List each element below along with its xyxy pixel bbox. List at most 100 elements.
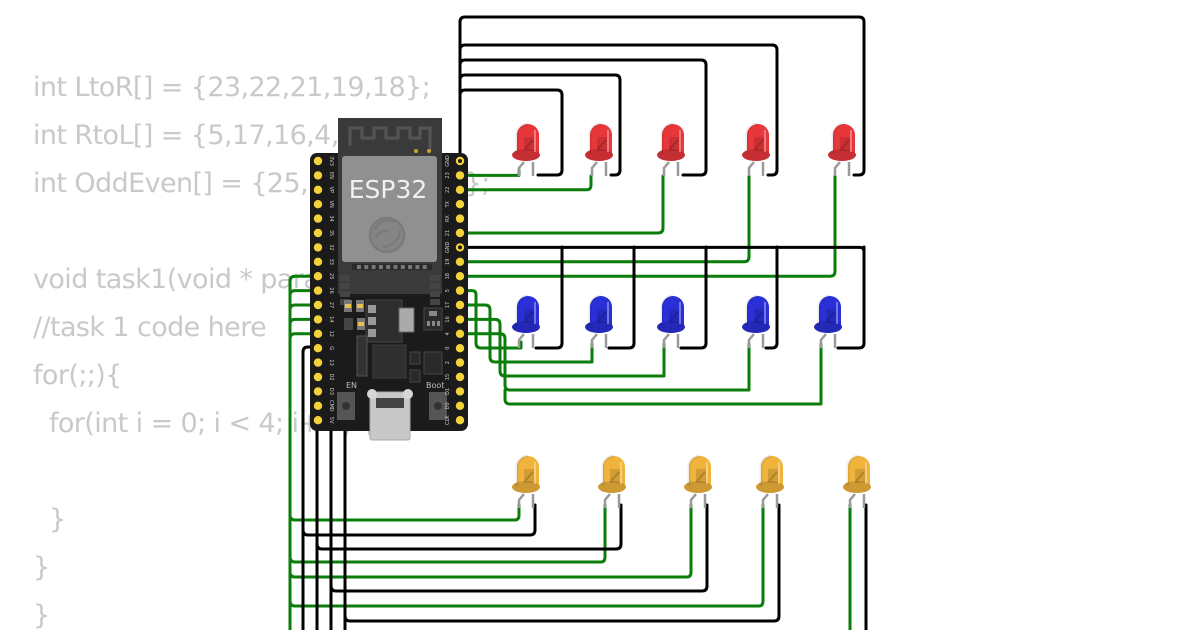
pin-left-cmd[interactable] — [313, 401, 323, 410]
code-line-6[interactable]: //task 1 code here — [33, 312, 267, 343]
code-line-1[interactable]: int LtoR[] = {23,22,21,19,18}; — [33, 72, 431, 103]
blue-led-1[interactable] — [512, 294, 540, 348]
ground-wire-blue-3[interactable] — [679, 245, 708, 350]
antenna-trace — [348, 126, 432, 150]
ground-wire-yellow-3[interactable] — [329, 503, 709, 593]
pin-label: 25 — [328, 273, 334, 279]
code-line-7[interactable]: for(;;){ — [33, 360, 122, 391]
pin-label: 13 — [328, 359, 334, 365]
ground-bus-blue[interactable] — [458, 245, 866, 254]
pin-left-vn[interactable] — [313, 200, 323, 209]
pin-right-18[interactable] — [455, 272, 465, 281]
pin-label: 4 — [445, 332, 451, 335]
pin-left-13[interactable] — [313, 358, 323, 367]
signal-wire-gpio2[interactable] — [503, 342, 823, 406]
ground-wire-blue-1[interactable] — [534, 245, 564, 350]
pin-label: GND — [445, 242, 451, 254]
red-led-2[interactable] — [585, 122, 613, 176]
pin-right-2[interactable] — [455, 358, 465, 367]
pin-right-4[interactable] — [455, 329, 465, 338]
yellow-led-2[interactable] — [598, 454, 626, 508]
pin-left-vp[interactable] — [313, 185, 323, 194]
pin-left-en[interactable] — [313, 171, 323, 180]
yellow-led-5[interactable] — [843, 454, 871, 508]
pin-right-clk[interactable] — [455, 416, 465, 425]
pin-right-tx[interactable] — [455, 200, 465, 209]
code-line-5[interactable]: void task1(void * param) { — [33, 264, 380, 295]
pin-right-d1[interactable] — [455, 387, 465, 396]
ground-wire-blue-5[interactable] — [836, 245, 866, 350]
pin-left-d3[interactable] — [313, 387, 323, 396]
pin-right-15[interactable] — [455, 372, 465, 382]
blue-led-2[interactable] — [585, 294, 613, 348]
signal-wire-gpio23[interactable] — [458, 168, 521, 177]
ground-wire-blue-4[interactable] — [764, 245, 779, 350]
ground-wire-red-1[interactable] — [458, 88, 564, 177]
signal-wire-gpio17[interactable] — [458, 303, 594, 364]
pin-right-19[interactable] — [455, 257, 465, 266]
blue-led-3[interactable] — [657, 294, 685, 348]
pin-right-16[interactable] — [455, 315, 465, 324]
ground-wire-red-5[interactable] — [458, 15, 866, 177]
blue-led-5[interactable] — [814, 294, 842, 348]
board-name: ESP32 — [349, 175, 428, 204]
leds[interactable] — [512, 122, 871, 508]
pin-right-0[interactable] — [455, 344, 465, 353]
pin-label: 15 — [445, 374, 451, 380]
pin-left-12[interactable] — [313, 329, 323, 338]
pin-right-d0[interactable] — [455, 401, 465, 410]
pin-label: 5V — [328, 417, 334, 424]
signal-wire-yellow-4[interactable] — [288, 503, 765, 608]
pin-right-rx[interactable] — [455, 214, 465, 223]
signal-wire-gpio5[interactable] — [458, 289, 523, 350]
pin-left-35[interactable] — [313, 228, 323, 238]
signal-wire-gpio22[interactable] — [458, 174, 593, 192]
red-led-4[interactable] — [742, 122, 770, 176]
signal-wire-yellow-1[interactable] — [288, 503, 521, 522]
signal-wire-gpio18[interactable] — [458, 174, 837, 278]
pin-left-34[interactable] — [313, 214, 323, 223]
pin-left-25[interactable] — [313, 272, 323, 281]
pin-right-5[interactable] — [455, 286, 465, 295]
pin-right-17[interactable] — [455, 300, 465, 310]
pin-label: D1 — [445, 388, 451, 395]
red-led-5[interactable] — [828, 122, 856, 176]
pin-right-23[interactable] — [455, 171, 465, 180]
pin-left-3v3[interactable] — [313, 156, 323, 166]
pin-left-33[interactable] — [313, 257, 323, 266]
pin-left-g[interactable] — [313, 344, 323, 353]
pin-label: 3V3 — [328, 156, 334, 166]
pin-left-32[interactable] — [313, 243, 323, 252]
signal-wire-gpio21[interactable] — [458, 174, 665, 235]
pin-left-27[interactable] — [313, 300, 323, 310]
pin-left-26[interactable] — [313, 286, 323, 295]
red-led-3[interactable] — [657, 122, 685, 176]
yellow-led-3[interactable] — [684, 454, 712, 508]
pin-label: 5 — [445, 289, 451, 292]
signal-wire-gpio19[interactable] — [458, 174, 751, 264]
ground-wire-yellow-1[interactable] — [301, 503, 537, 537]
ground-wire-blue-2[interactable] — [607, 245, 636, 350]
code-line-11[interactable]: } — [33, 552, 50, 583]
pin-right-21[interactable] — [455, 228, 465, 238]
pin-left-14[interactable] — [313, 315, 323, 324]
signal-wire-gpio4[interactable] — [458, 332, 751, 392]
code-line-10[interactable]: } — [33, 504, 66, 535]
pin-left-5v[interactable] — [313, 416, 323, 425]
signal-wire-yellow-3[interactable] — [288, 503, 693, 579]
red-led-1[interactable] — [512, 122, 540, 176]
pin-label: EN — [328, 172, 334, 179]
signal-wire-yellow-2[interactable] — [288, 503, 607, 564]
usb-uart-chip — [372, 344, 407, 379]
pin-right-22[interactable] — [455, 185, 465, 194]
yellow-led-4[interactable] — [756, 454, 784, 508]
code-line-12[interactable]: } — [33, 600, 50, 631]
yellow-led-1[interactable] — [512, 454, 540, 508]
pin-left-d2[interactable] — [313, 372, 323, 382]
ground-wire-yellow-2[interactable] — [315, 503, 623, 551]
pin-label: 2 — [445, 361, 451, 364]
ground-wire-yellow-4[interactable] — [343, 503, 781, 623]
blue-led-4[interactable] — [742, 294, 770, 348]
